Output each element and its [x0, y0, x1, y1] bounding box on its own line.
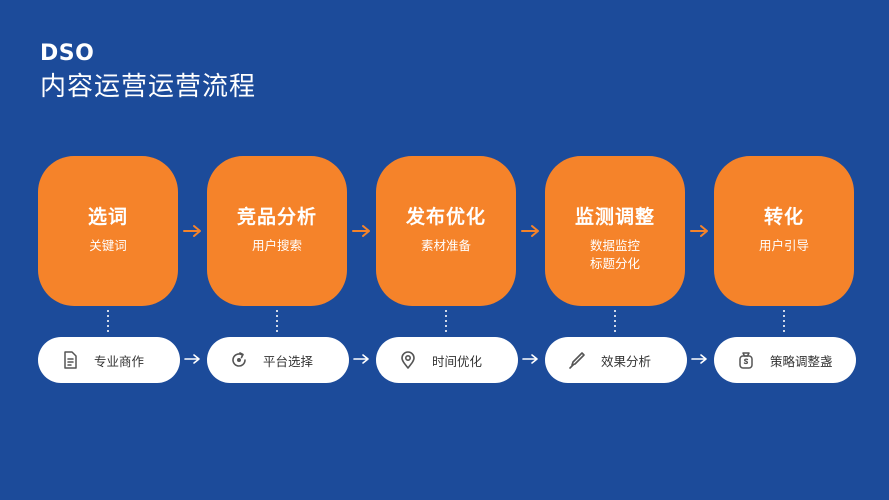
step-line: 关键词: [89, 238, 127, 253]
arrow-right-icon: [691, 354, 707, 364]
dotted-connector: [276, 310, 278, 334]
step-title: 转化: [763, 206, 804, 228]
pill-4: 效果分析: [545, 337, 687, 383]
pill-3: 时间优化: [376, 337, 518, 383]
pill-label: 平台选择: [263, 353, 314, 369]
step-line-2: 标题分化: [589, 256, 640, 271]
step-card-5: 转化 用户引导: [714, 156, 854, 306]
arrow-right-icon: [522, 354, 538, 364]
pill-5: 策略调整盏: [714, 337, 856, 383]
pill-label: 效果分析: [601, 353, 652, 369]
arrow-right-icon: [184, 354, 200, 364]
location-pin-icon: [401, 351, 415, 369]
step-title: 选词: [87, 206, 128, 228]
arrow-right-icon: [690, 225, 708, 237]
step-line-1: 数据监控: [589, 238, 640, 253]
page-subtitle: 内容运营运营流程: [40, 72, 257, 102]
step-line: 用户引导: [758, 238, 809, 253]
arrow-right-icon: [352, 225, 370, 237]
pill-1: 专业商作: [38, 337, 180, 383]
refresh-icon: [232, 352, 246, 367]
arrow-right-icon: [183, 225, 201, 237]
pen-icon: [569, 352, 585, 369]
money-bag-icon: [739, 352, 753, 369]
step-title: 发布优化: [405, 206, 486, 228]
page-title: DSO: [40, 41, 95, 66]
dotted-connector: [614, 310, 616, 334]
pill-label: 策略调整盏: [770, 353, 833, 369]
dotted-connector: [783, 310, 785, 334]
pill-2: 平台选择: [207, 337, 349, 383]
step-line: 数据监控 标题分化: [545, 237, 685, 273]
arrow-right-icon: [353, 354, 369, 364]
step-title: 竞品分析: [236, 206, 317, 228]
step-card-1: 选词 关键词: [38, 156, 178, 306]
document-icon: [64, 351, 77, 369]
title-block: DSO 内容运营运营流程: [40, 40, 256, 104]
pill-label: 时间优化: [432, 353, 483, 369]
step-title: 监测调整: [574, 206, 655, 228]
arrow-right-icon: [521, 225, 539, 237]
dotted-connector: [107, 310, 109, 334]
step-card-3: 发布优化 素材准备: [376, 156, 516, 306]
pill-label: 专业商作: [94, 353, 145, 369]
step-card-2: 竞品分析 用户搜索: [207, 156, 347, 306]
step-line: 素材准备: [420, 238, 471, 253]
step-line: 用户搜索: [251, 238, 302, 253]
dotted-connector: [445, 310, 447, 334]
step-card-4: 监测调整 数据监控 标题分化: [545, 156, 685, 306]
